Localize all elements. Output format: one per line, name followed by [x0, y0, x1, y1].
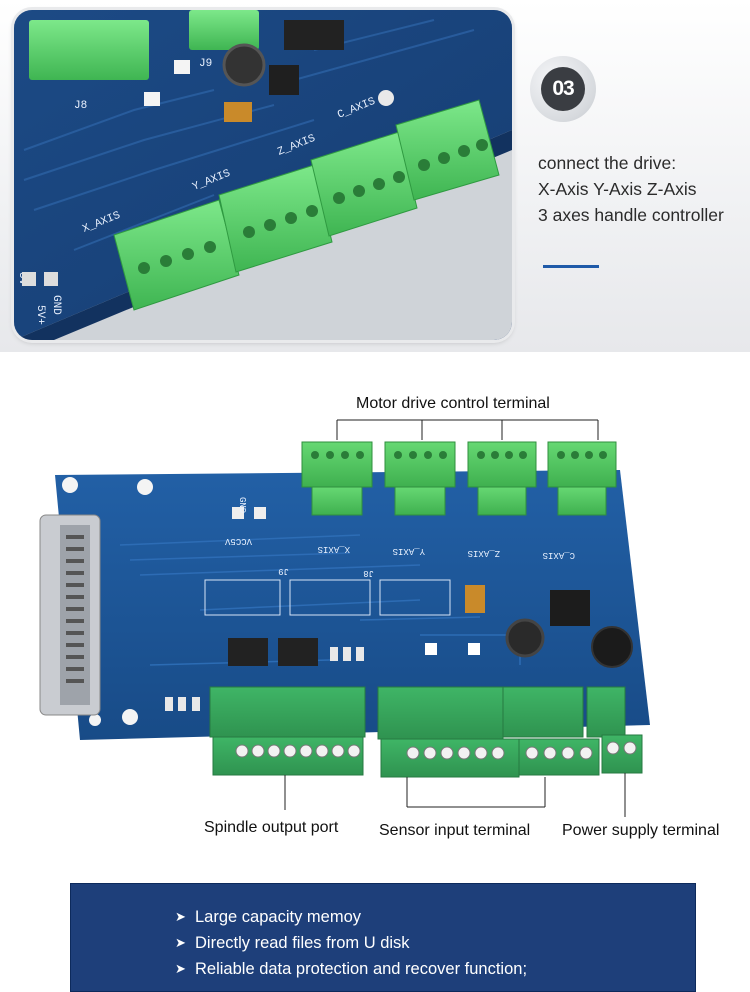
board-label-y-axis: Y_AXIS: [393, 546, 425, 556]
electrolytic-capacitor: [591, 626, 633, 668]
board-label-z-axis: Z_AXIS: [468, 548, 500, 558]
step-line-1: connect the drive:: [538, 153, 677, 173]
ic-chip-2: [278, 638, 318, 666]
feature-text: Reliable data protection and recover fun…: [195, 960, 528, 978]
feature-item: ➤ Reliable data protection and recover f…: [175, 956, 527, 982]
bottom-callout-lines: [284, 773, 626, 817]
db-connector: [39, 514, 101, 716]
feature-text: Large capacity memoy: [195, 908, 361, 926]
feature-text: Directly read files from U disk: [195, 934, 410, 952]
features-list: ➤ Large capacity memoy ➤ Directly read f…: [175, 904, 527, 982]
step-number-badge: 03: [530, 56, 596, 122]
motor-terminal-y: [384, 441, 456, 516]
board-label-vcc: VCC5V: [224, 536, 252, 546]
pcb-closeup-illustration: J8 J9 X_AXIS Y_AXIS Z_AXIS C_AXIS 5V GND…: [14, 10, 512, 340]
photo-terminal-x: [113, 199, 240, 311]
step-number: 03: [541, 67, 585, 111]
photo-terminal-y: [218, 164, 333, 273]
arrow-icon: ➤: [175, 935, 186, 950]
inductor: [505, 618, 545, 658]
features-panel: ➤ Large capacity memoy ➤ Directly read f…: [70, 883, 696, 992]
photo-terminal-z: [310, 131, 418, 237]
board-label-x-axis: X_AXIS: [318, 544, 350, 554]
photo-label-vcc: 5V+: [34, 305, 46, 325]
power-terminal: [586, 686, 643, 774]
inductor-photo: [222, 43, 266, 87]
step-line-3: 3 axes handle controller: [538, 205, 724, 225]
pcb-closeup-photo: J8 J9 X_AXIS Y_AXIS Z_AXIS C_AXIS 5V GND…: [14, 10, 512, 340]
photo-label-j9: J9: [199, 58, 212, 70]
motor-terminal-c: [547, 441, 617, 516]
accent-rule: [543, 265, 599, 268]
sensor-callout-label: Sensor input terminal: [379, 822, 531, 839]
pcb-board: [55, 470, 650, 740]
motor-callout-label: Motor drive control terminal: [356, 395, 550, 412]
spindle-callout-label: Spindle output port: [204, 819, 339, 836]
j8-connector-photo: [29, 20, 149, 80]
board-diagram: X_AXIS Y_AXIS Z_AXIS C_AXIS J9 J8 VCC5V …: [0, 385, 750, 855]
step-description: connect the drive: X-Axis Y-Axis Z-Axis …: [538, 150, 748, 228]
board-label-c-axis: C_AXIS: [543, 550, 575, 560]
motor-terminal-x: [301, 441, 373, 516]
capacitor-photo: [224, 102, 252, 122]
sensor-terminal: [377, 686, 600, 778]
ic-chip-1: [228, 638, 268, 666]
j9-connector-photo: [189, 10, 259, 50]
photo-label-gnd: GND: [50, 295, 62, 315]
step-line-2: X-Axis Y-Axis Z-Axis: [538, 179, 697, 199]
top-section: J8 J9 X_AXIS Y_AXIS Z_AXIS C_AXIS 5V GND…: [0, 0, 750, 352]
spindle-terminal: [209, 686, 366, 776]
motor-callout-lines: [336, 419, 599, 440]
photo-terminal-c: [395, 99, 500, 201]
power-callout-label: Power supply terminal: [562, 822, 720, 839]
arrow-icon: ➤: [175, 909, 186, 924]
regulator-ic: [550, 590, 590, 626]
photo-label-j8: J8: [74, 100, 87, 112]
feature-item: ➤ Large capacity memoy: [175, 904, 527, 930]
controller-board-illustration: X_AXIS Y_AXIS Z_AXIS C_AXIS J9 J8 VCC5V …: [39, 419, 650, 817]
board-label-j8: J8: [363, 568, 374, 578]
board-label-j9: J9: [278, 566, 289, 576]
ic-chip-photo: [284, 20, 344, 50]
motor-terminal-z: [467, 441, 537, 516]
board-label-gnd: GND: [237, 497, 247, 513]
arrow-icon: ➤: [175, 961, 186, 976]
tantalum-capacitor: [465, 585, 485, 613]
feature-item: ➤ Directly read files from U disk: [175, 930, 527, 956]
